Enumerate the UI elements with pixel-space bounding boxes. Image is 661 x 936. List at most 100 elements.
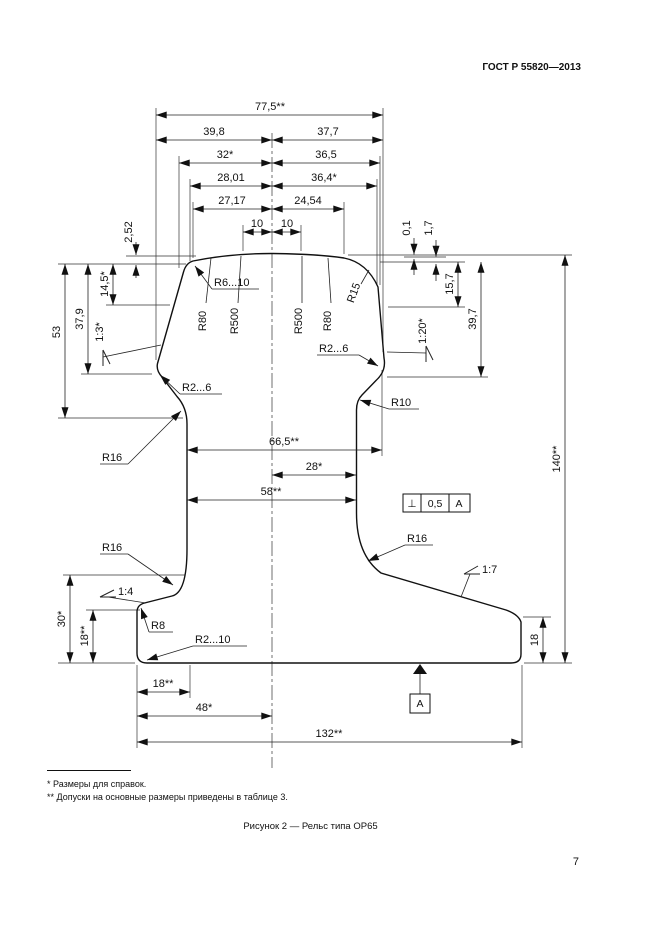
dim-37-7-label: 37,7 <box>317 126 338 138</box>
dim-53: 53 <box>51 264 69 418</box>
dim-14-5-label: 14,5* <box>99 270 111 296</box>
r16-base-right-label: R16 <box>407 533 427 545</box>
slope-1-4-label: 1:4 <box>118 586 133 598</box>
dim-37-9: 37,9 <box>74 264 92 374</box>
r16-head-label: R16 <box>102 452 122 464</box>
dim-39-8-label: 39,8 <box>203 126 224 138</box>
dim-53-label: 53 <box>51 326 63 338</box>
document-header: ГОСТ Р 55820—2013 <box>482 62 581 73</box>
dim-132-label: 132** <box>316 728 344 740</box>
dim-15-7: 15,7 <box>444 262 462 307</box>
dim-36-5-label: 36,5 <box>315 149 336 161</box>
label-r16-base-right: R16 <box>367 533 433 562</box>
slope-1-7-label: 1:7 <box>482 564 497 576</box>
label-r2-6-right: R2...6 <box>317 343 379 367</box>
dim-row-28-01-36-4: 28,01 36,4* <box>190 172 377 190</box>
r15-label: R15 <box>345 281 363 304</box>
slope-1-20-label: 1:20* <box>417 317 429 343</box>
r80-left-label: R80 <box>197 311 209 331</box>
datum-symbol: A <box>409 664 431 714</box>
datum-label: A <box>416 698 423 710</box>
label-r500-left: R500 <box>229 255 242 334</box>
dim-24-54-label: 24,54 <box>294 195 322 207</box>
dim-15-7-label: 15,7 <box>444 273 456 294</box>
dim-37-9-label: 37,9 <box>74 308 86 329</box>
tolerance-value: 0,5 <box>428 498 443 510</box>
label-slope-1-20: 1:20* <box>386 317 434 362</box>
dim-132: 132** <box>137 728 522 746</box>
dim-2-52: 2,52 <box>123 221 140 278</box>
dim-36-4-label: 36,4* <box>311 172 337 184</box>
slope-labels: 1:3* 1:20* 1:7 1:4 <box>94 317 497 604</box>
dim-140-label: 140** <box>551 445 563 473</box>
label-r500-right: R500 <box>293 256 305 334</box>
footnote-separator <box>47 770 131 771</box>
dim-14-5: 14,5* <box>99 264 117 305</box>
dim-140-height: 140** <box>551 255 569 663</box>
tolerance-frame: ⊥ 0,5 A <box>402 493 471 513</box>
dim-0-1: 0,1 <box>401 220 418 275</box>
r80-right-label: R80 <box>322 311 334 331</box>
r6-10-label: R6...10 <box>214 277 249 289</box>
label-r16-head: R16 <box>100 410 182 465</box>
dim-18-left-label: 18** <box>79 625 91 647</box>
label-r6-10: R6...10 <box>194 265 259 290</box>
label-slope-1-4: 1:4 <box>99 586 147 604</box>
dim-58: 58** <box>187 486 356 504</box>
dim-30: 30* <box>56 575 74 663</box>
label-slope-1-3: 1:3* <box>94 321 162 366</box>
footnote-tolerances: ** Допуски на основные размеры приведены… <box>47 792 288 802</box>
dim-head-halves: 39,8 37,7 <box>156 126 383 144</box>
label-r80-right: R80 <box>322 257 334 331</box>
label-r2-6-left: R2...6 <box>159 374 222 395</box>
dim-0-1-label: 0,1 <box>401 220 413 235</box>
r500-left-label: R500 <box>229 308 241 334</box>
dim-18-left: 18** <box>79 610 97 663</box>
dim-28: 28* <box>272 461 356 479</box>
dim-39-7: 39,7 <box>467 262 485 377</box>
label-slope-1-7: 1:7 <box>460 564 497 598</box>
dim-18-right: 18 <box>529 617 547 663</box>
dim-2-52-label: 2,52 <box>123 221 135 242</box>
datum-triangle <box>413 664 427 674</box>
dim-77-5-label: 77,5** <box>255 101 286 113</box>
dim-32-label: 32* <box>217 149 234 161</box>
dim-1-7: 1,7 <box>423 220 440 281</box>
rail-profile-outline <box>136 252 522 664</box>
tolerance-symbol: ⊥ <box>407 498 416 510</box>
footnote-reference-sizes: * Размеры для справок. <box>47 779 147 789</box>
dim-48: 48* <box>137 702 272 720</box>
label-r15: R15 <box>345 269 370 305</box>
dim-row-10-10: 10 10 <box>243 218 301 236</box>
dim-row-32-36-5: 32* 36,5 <box>179 149 380 167</box>
dim-10-right-label: 10 <box>281 218 293 230</box>
r10-label: R10 <box>391 397 411 409</box>
r500-right-label: R500 <box>293 308 305 334</box>
dim-row-27-17-24-54: 27,17 24,54 <box>193 195 344 213</box>
dim-58-label: 58** <box>261 486 283 498</box>
figure-caption: Рисунок 2 — Рельс типа ОР65 <box>243 821 378 832</box>
radius-labels: R6...10 R80 R500 R500 R80 R15 <box>100 255 433 661</box>
dim-28-01-label: 28,01 <box>217 172 245 184</box>
dim-66-5: 66,5** <box>187 436 382 454</box>
dim-10-left-label: 10 <box>251 218 263 230</box>
dim-18-bottom: 18** <box>137 678 190 696</box>
dim-30-label: 30* <box>56 610 68 627</box>
r8-label: R8 <box>151 620 165 632</box>
slope-1-3-label: 1:3* <box>94 321 106 341</box>
r16-base-left-label: R16 <box>102 542 122 554</box>
r2-10-label: R2...10 <box>195 634 230 646</box>
label-r2-10: R2...10 <box>146 634 247 661</box>
dim-66-5-label: 66,5** <box>269 436 300 448</box>
label-r8: R8 <box>140 607 173 633</box>
dim-18-bottom-label: 18** <box>153 678 175 690</box>
dim-18-right-label: 18 <box>529 634 541 646</box>
page-number: 7 <box>572 856 579 868</box>
label-r80-left: R80 <box>197 257 212 331</box>
r2-6-left-label: R2...6 <box>182 382 211 394</box>
tolerance-datum-ref: A <box>455 498 462 510</box>
extension-lines <box>58 108 572 748</box>
dim-27-17-label: 27,17 <box>218 195 246 207</box>
